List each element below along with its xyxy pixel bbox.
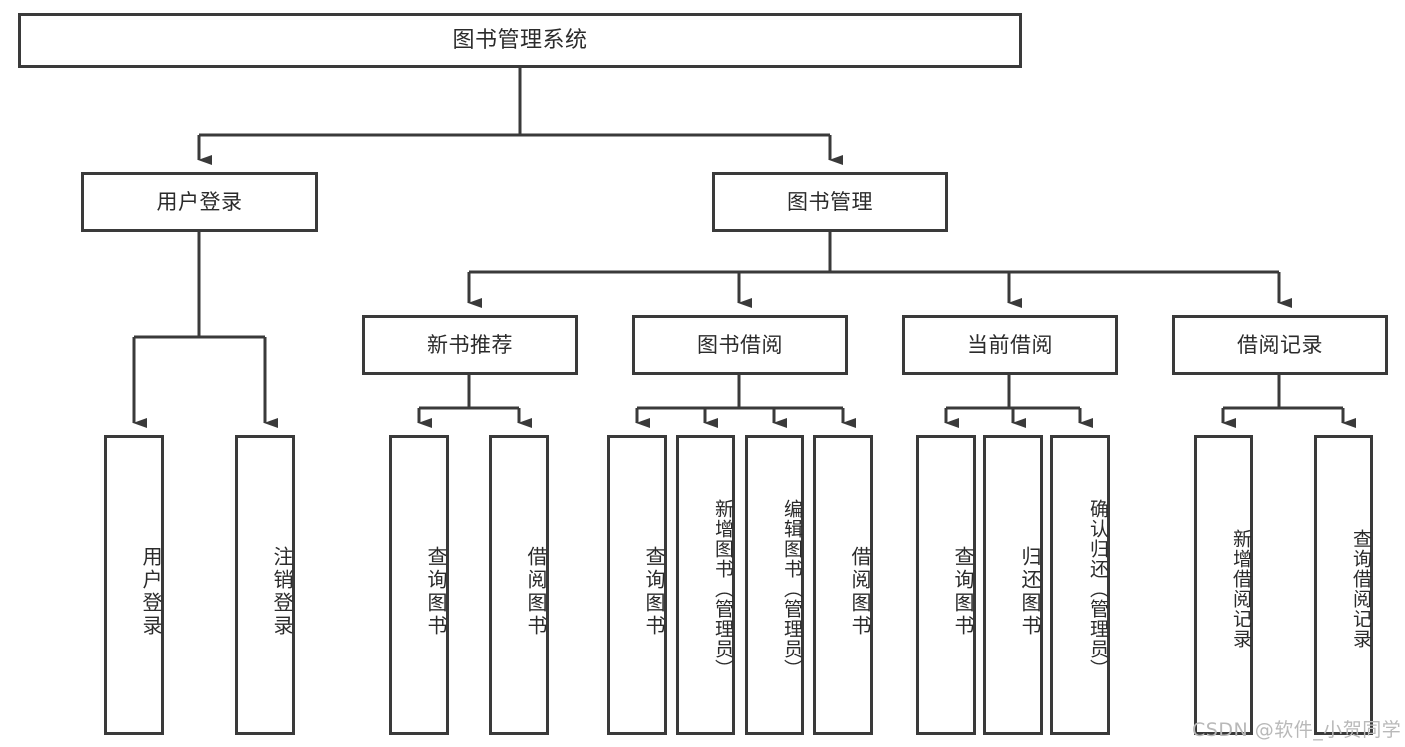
leaf-borrow-borrow-book[interactable]: 借阅图书 [813, 435, 873, 735]
node-current-borrow[interactable]: 当前借阅 [902, 315, 1118, 375]
leaf-record-add-borrow-record[interactable]: 新增借阅记录 [1194, 435, 1253, 735]
csdn-watermark: CSDN @软件_小贺同学 [1192, 719, 1402, 741]
node-new-book-recommend[interactable]: 新书推荐 [362, 315, 578, 375]
leaf-borrow-edit-book-admin[interactable]: 编辑图书（管理员） [745, 435, 804, 735]
leaf-borrow-add-book-admin[interactable]: 新增图书（管理员） [676, 435, 735, 735]
leaf-current-query-book[interactable]: 查询图书 [916, 435, 976, 735]
leaf-recommend-borrow-book[interactable]: 借阅图书 [489, 435, 549, 735]
leaf-recommend-query-book[interactable]: 查询图书 [389, 435, 449, 735]
node-borrow-record[interactable]: 借阅记录 [1172, 315, 1388, 375]
leaf-current-return-book[interactable]: 归还图书 [983, 435, 1043, 735]
node-book-management[interactable]: 图书管理 [712, 172, 948, 232]
leaf-user-logout[interactable]: 注销登录 [235, 435, 295, 735]
node-book-borrow[interactable]: 图书借阅 [632, 315, 848, 375]
node-root-system[interactable]: 图书管理系统 [18, 13, 1022, 68]
leaf-user-login[interactable]: 用户登录 [104, 435, 164, 735]
leaf-record-query-borrow-record[interactable]: 查询借阅记录 [1314, 435, 1373, 735]
leaf-current-confirm-return-admin[interactable]: 确认归还（管理员） [1050, 435, 1110, 735]
node-user-login[interactable]: 用户登录 [81, 172, 318, 232]
leaf-borrow-query-book[interactable]: 查询图书 [607, 435, 667, 735]
